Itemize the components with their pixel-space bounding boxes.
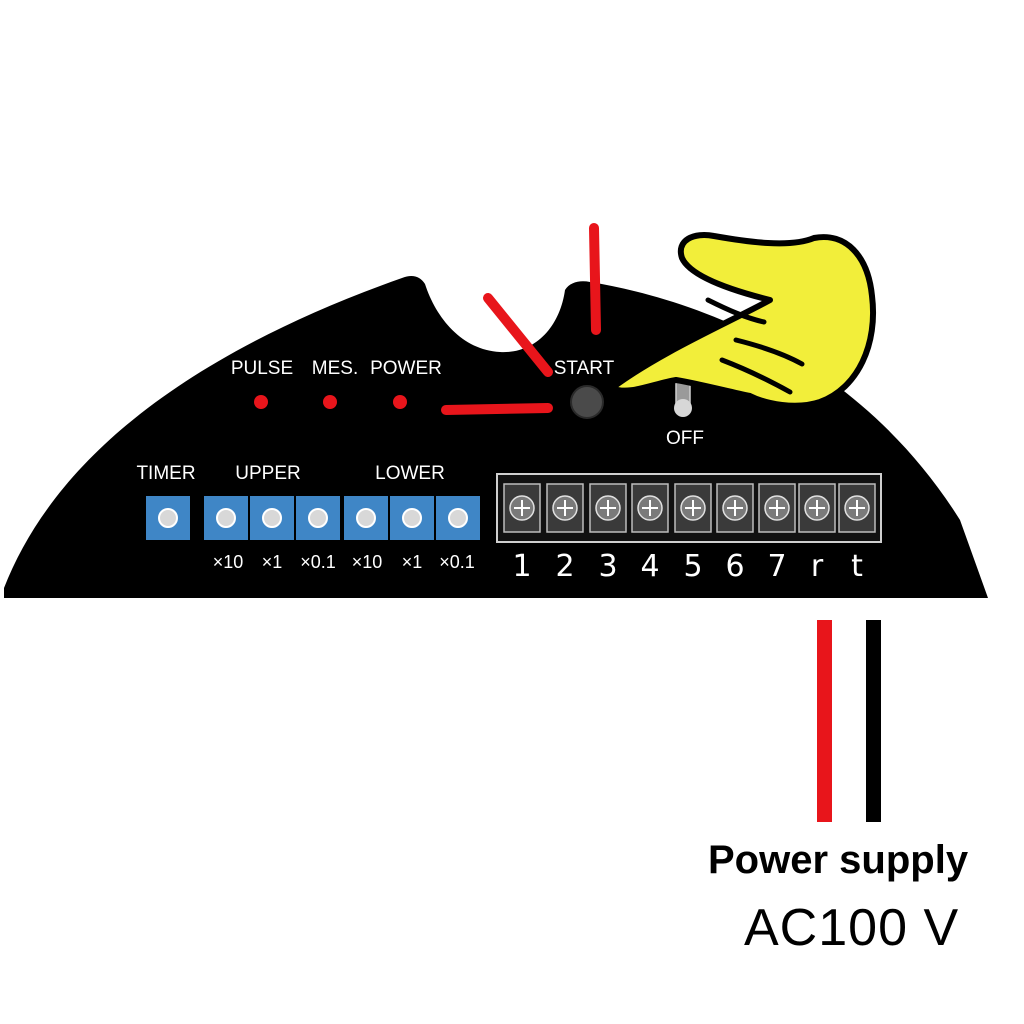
mes-label: MES. bbox=[312, 358, 358, 379]
terminal-row bbox=[503, 483, 876, 533]
toggle-base bbox=[674, 399, 692, 417]
terminal-number-5: 5 bbox=[683, 549, 702, 584]
power-led bbox=[393, 395, 407, 409]
start-button[interactable] bbox=[570, 385, 604, 419]
dial-row bbox=[146, 496, 480, 540]
highlight-mark-vertical bbox=[589, 223, 601, 335]
terminal-number-1: 1 bbox=[512, 549, 531, 584]
terminal-screw-7 bbox=[758, 483, 796, 533]
multiplier-label-5: ×0.1 bbox=[439, 552, 475, 572]
setting-dial-5[interactable] bbox=[390, 496, 434, 540]
timer-label: TIMER bbox=[136, 463, 195, 484]
power-supply-voltage: AC100 V bbox=[744, 899, 960, 957]
setting-dial-2[interactable] bbox=[250, 496, 294, 540]
setting-dial-6[interactable] bbox=[436, 496, 480, 540]
terminal-screw-6 bbox=[716, 483, 754, 533]
terminal-number-t: t bbox=[851, 549, 863, 584]
terminal-screw-4 bbox=[631, 483, 669, 533]
timer-dial[interactable] bbox=[146, 496, 190, 540]
start-highlight-marks bbox=[441, 223, 601, 415]
multiplier-label-0: ×10 bbox=[213, 552, 244, 572]
pulse-led bbox=[254, 395, 268, 409]
wire-t bbox=[866, 620, 881, 822]
multiplier-row: ×10 ×1 ×0.1 ×10 ×1 ×0.1 bbox=[213, 552, 475, 572]
mes-led bbox=[323, 395, 337, 409]
setting-dial-3[interactable] bbox=[296, 496, 340, 540]
terminal-number-6: 6 bbox=[725, 549, 744, 584]
terminal-number-4: 4 bbox=[640, 549, 659, 584]
highlight-mark-horizontal bbox=[441, 403, 553, 415]
setting-dial-4[interactable] bbox=[344, 496, 388, 540]
power-label: POWER bbox=[370, 358, 442, 379]
terminal-screw-1 bbox=[503, 483, 541, 533]
lower-label: LOWER bbox=[375, 463, 445, 484]
terminal-number-3: 3 bbox=[598, 549, 617, 584]
pulse-label: PULSE bbox=[231, 358, 293, 379]
power-supply-title: Power supply bbox=[708, 838, 969, 882]
multiplier-label-3: ×10 bbox=[352, 552, 383, 572]
setting-dial-1[interactable] bbox=[204, 496, 248, 540]
off-label: OFF bbox=[666, 428, 704, 449]
upper-label: UPPER bbox=[235, 463, 300, 484]
multiplier-label-4: ×1 bbox=[402, 552, 423, 572]
pointing-hand-icon bbox=[609, 232, 876, 409]
start-label: START bbox=[554, 358, 615, 379]
terminal-number-2: 2 bbox=[555, 549, 574, 584]
terminal-screw-2 bbox=[546, 483, 584, 533]
multiplier-label-1: ×1 bbox=[262, 552, 283, 572]
terminal-screw-5 bbox=[674, 483, 712, 533]
highlight-mark-diagonal bbox=[483, 293, 553, 377]
terminal-screw-r bbox=[798, 483, 836, 533]
terminal-screw-t bbox=[838, 483, 876, 533]
wire-r bbox=[817, 620, 832, 822]
terminal-number-r: r bbox=[811, 549, 824, 584]
multiplier-label-2: ×0.1 bbox=[300, 552, 336, 572]
terminal-screw-3 bbox=[589, 483, 627, 533]
terminal-number-7: 7 bbox=[767, 549, 786, 584]
